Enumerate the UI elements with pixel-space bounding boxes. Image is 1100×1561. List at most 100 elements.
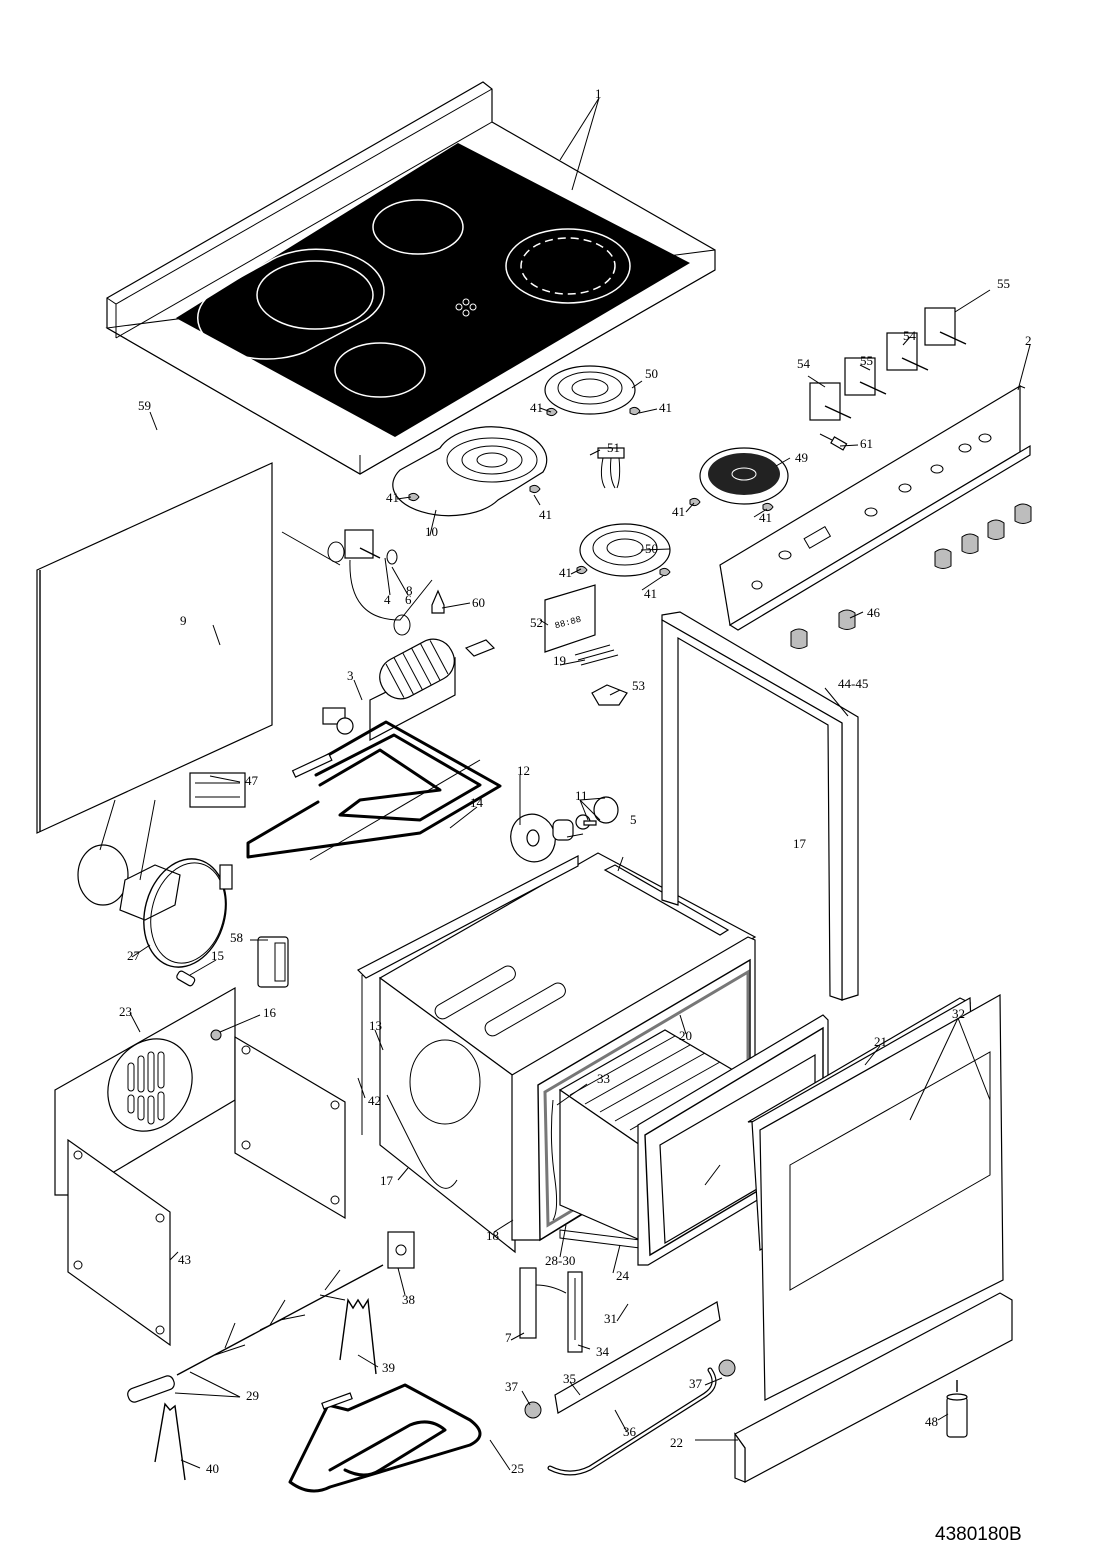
callout-rear-cover-sheet: 59 [138,398,151,413]
warning-lamp-harness[interactable] [597,447,625,489]
callout-indicator-neon: 61 [860,436,873,451]
timer-buttons[interactable] [574,644,619,666]
control-knob[interactable] [1014,503,1032,524]
energy-regulator-54b[interactable] [886,332,929,371]
callout-outer-door-glass: 32 [952,1006,965,1021]
element-fixing-clip[interactable] [529,484,541,494]
element-fixing-clip[interactable] [629,406,641,416]
control-knobs[interactable] [790,503,1032,649]
clip[interactable] [583,820,597,826]
element-fixing-clip[interactable] [408,492,420,502]
insulation-wrap-side[interactable] [386,1094,458,1189]
insulation-side[interactable] [356,855,579,1135]
leader-lines [99,97,1031,1471]
callout-rotisserie-motor: 38 [402,1292,415,1307]
door-switch[interactable] [464,639,496,657]
fan-cover[interactable] [54,986,236,1196]
callout-lamp-gasket: 12 [517,763,530,778]
callout-timer-buttons: 19 [553,653,566,668]
callout-door-hinge: 34 [596,1344,610,1359]
safety-thermostat[interactable] [591,684,628,706]
oven-lamp-assembly[interactable] [552,796,619,841]
energy-regulator-54a[interactable] [809,382,852,421]
side-panel[interactable] [661,611,859,1001]
hinge-receiver[interactable] [519,1267,567,1339]
callout-hilight-element-small: 49 [795,450,808,465]
spit-support-wire[interactable] [154,1402,186,1481]
rear-cover-sheet[interactable] [36,462,273,834]
callout-fan-motor-and-blade: 9 [180,613,187,628]
callout-radiant-element: 50 [645,366,658,381]
door-hinge[interactable] [567,1271,583,1353]
callout-element-fixing-clip: 41 [539,507,552,522]
element-fixing-clips[interactable] [408,406,774,577]
lamp-gasket[interactable] [504,808,562,868]
energy-regulators[interactable] [809,307,967,451]
hilight-element-small[interactable] [699,447,789,505]
adjustable-foot[interactable] [946,1380,968,1438]
element-fixing-clip[interactable] [546,407,558,417]
control-panel[interactable] [719,384,1031,631]
callout-spit-support-rack: 39 [382,1360,395,1375]
hob-indicator-lights [455,298,477,317]
indicator-neon[interactable] [819,433,848,451]
callout-safety-thermostat: 53 [632,678,645,693]
callout-circular-fan-element: 27 [127,948,141,963]
radiant-element-top[interactable] [544,365,636,415]
selector-switch[interactable] [257,936,289,988]
tangential-cooling-fan[interactable] [322,632,461,741]
spacer[interactable] [176,970,196,987]
control-knob[interactable] [987,519,1005,540]
control-knob[interactable] [838,609,856,630]
shelf-support[interactable] [550,1099,558,1221]
outer-door-glass[interactable] [747,993,1004,1401]
rear-insulation-plate[interactable] [234,1035,346,1220]
callout-hinge-receiver: 7 [505,1330,512,1345]
oven-shelf-set[interactable] [558,1029,752,1241]
energy-regulator-55a[interactable] [844,357,887,396]
thermal-fuse[interactable] [431,589,445,614]
rotisserie-spit[interactable] [126,1264,384,1404]
fan-motor-and-blade[interactable] [77,844,181,921]
hob-zone-small-rear [372,199,464,255]
spit-support-rack[interactable] [339,1297,377,1375]
circular-fan-element[interactable] [132,850,238,977]
callout-terminal-block: 47 [245,773,259,788]
callout-element-fixing-clip: 41 [672,504,685,519]
terminal-block[interactable] [189,772,246,808]
callout-energy-regulator-dual: 55 [997,276,1010,291]
digital-timer[interactable]: 88:88 [544,584,596,653]
handle-end-cap-right[interactable] [718,1359,736,1377]
grill-element[interactable] [246,720,502,861]
rear-panel[interactable] [67,1138,171,1347]
kick-plate[interactable] [734,1292,1013,1483]
radiant-element-bottom[interactable] [579,523,671,577]
control-knob[interactable] [961,533,979,554]
control-knob[interactable] [790,628,808,649]
callout-door-handle: 36 [623,1424,637,1439]
element-fixing-clip[interactable] [659,567,671,577]
bottom-element[interactable] [288,1383,482,1493]
energy-regulator-55b[interactable] [924,307,967,346]
element-fixing-clip[interactable] [576,565,588,575]
callout-kick-plate: 22 [670,1435,683,1450]
callout-thermal-fuse: 60 [472,595,485,610]
callout-rear-insulation-plate: 42 [368,1093,381,1108]
oval-dual-radiant-element[interactable] [392,426,548,517]
oven-thermostat[interactable] [281,529,433,636]
door-handle-bracket[interactable] [554,1301,721,1414]
callout-oval-dual-radiant-element: 10 [425,524,438,539]
hob-zone-dual [505,228,631,304]
control-panel-holes [751,433,992,590]
callout-grommet: 16 [263,1005,277,1020]
grommet[interactable] [210,1029,222,1041]
element-fixing-clip[interactable] [689,497,701,507]
rotisserie-motor[interactable] [387,1231,415,1269]
callout-insulation-wrap-side: 17 [380,1173,394,1188]
ceramic-hob-top[interactable] [105,81,716,475]
oven-cavity[interactable] [378,852,757,1254]
handle-end-cap-left[interactable] [524,1401,542,1419]
bulb-holder-clip[interactable] [386,549,398,565]
control-knob[interactable] [934,548,952,569]
